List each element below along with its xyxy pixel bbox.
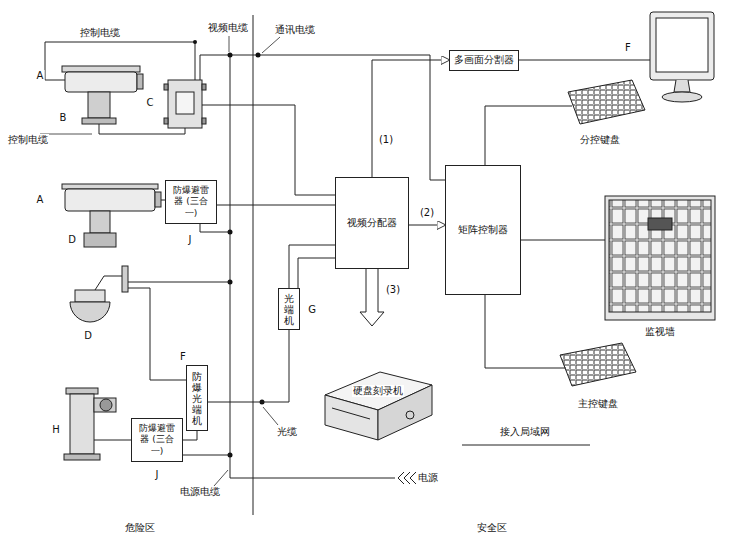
- video-cable: [202, 105, 335, 195]
- optical-box: 光端机: [278, 288, 300, 330]
- part-letter: D: [83, 330, 93, 342]
- monitor: [650, 12, 714, 102]
- connector: [208, 330, 289, 402]
- box-text: 防爆光端机: [192, 371, 202, 426]
- part-letter: D: [67, 234, 77, 246]
- device-label: 硬盘刻录机: [352, 385, 404, 397]
- part-letter: J: [188, 234, 193, 246]
- box-text: 防爆避雷器 (三合一): [135, 423, 179, 457]
- arrester-box: 防爆避雷器 (三合一): [165, 180, 217, 224]
- optical-box: 防爆光端机: [186, 365, 208, 431]
- lan-line: [462, 445, 590, 446]
- device-label: 监视墙: [644, 326, 676, 338]
- connector: [289, 245, 335, 288]
- callout-number: (3): [385, 284, 401, 296]
- cable-label: 通讯电缆: [274, 24, 316, 36]
- cable-label: 光缆: [276, 426, 298, 438]
- zone-label: 安全区: [476, 522, 508, 534]
- part-letter: A: [36, 70, 45, 82]
- control-cable: [99, 124, 185, 134]
- part-letter: F: [624, 42, 632, 54]
- box-text: 矩阵控制器: [458, 224, 508, 237]
- distributor-box: 视频分配器: [335, 177, 409, 269]
- keyboard: [560, 343, 636, 386]
- splitter-box: 多画面分割器: [449, 50, 519, 71]
- part-letter: B: [59, 112, 68, 124]
- matrix-box: 矩阵控制器: [445, 165, 521, 295]
- arrester-box: 防爆避雷器 (三合一): [131, 418, 183, 462]
- disk-recorder: [325, 372, 432, 440]
- dome-camera-d: [70, 266, 128, 322]
- connector: [372, 60, 449, 177]
- connector: [217, 205, 335, 206]
- box-text: 多画面分割器: [454, 54, 514, 67]
- control-cable: [45, 42, 195, 80]
- part-letter: A: [36, 194, 45, 206]
- cable-label: 控制电缆: [79, 27, 121, 39]
- part-letter: G: [307, 304, 317, 316]
- leader-line: [214, 470, 228, 486]
- zone-divider: [253, 15, 254, 515]
- part-letter: J: [155, 469, 160, 481]
- part-letter: C: [146, 97, 155, 109]
- camera-h: [64, 388, 116, 460]
- box-text: 防爆避雷器 (三合一): [169, 185, 213, 219]
- pan-tilt-b: [82, 92, 116, 124]
- edge-label: (2): [419, 207, 435, 219]
- comm-cable: [200, 55, 445, 180]
- camera-a: [62, 184, 161, 211]
- device-label: 分控键盘: [579, 134, 621, 146]
- camera-a: [62, 66, 143, 92]
- power-symbol: [398, 472, 416, 484]
- edge-label: (1): [378, 134, 394, 146]
- output-arrow: [360, 269, 384, 326]
- cable-label: 电源电缆: [179, 486, 221, 498]
- keyboard: [568, 80, 645, 124]
- pan-tilt-d: [84, 211, 116, 247]
- device-label: 主控键盘: [577, 398, 619, 410]
- cable-label: 控制电缆: [7, 134, 49, 146]
- network-label: 接入局域网: [499, 426, 551, 438]
- cable-label: 视频电缆: [207, 22, 249, 34]
- junction-box-c: [164, 80, 206, 128]
- monitor-wall: [605, 196, 715, 320]
- box-text: 视频分配器: [347, 217, 397, 230]
- leader-line: [263, 407, 278, 425]
- leader-line: [262, 37, 280, 53]
- power-label: 电源: [417, 472, 439, 484]
- part-letter: F: [179, 351, 187, 363]
- leader-line: [229, 36, 230, 52]
- connector: [409, 225, 445, 226]
- part-letter: H: [51, 424, 61, 436]
- zone-label: 危险区: [124, 522, 156, 534]
- box-text: 光端机: [284, 293, 294, 326]
- connector: [183, 431, 197, 440]
